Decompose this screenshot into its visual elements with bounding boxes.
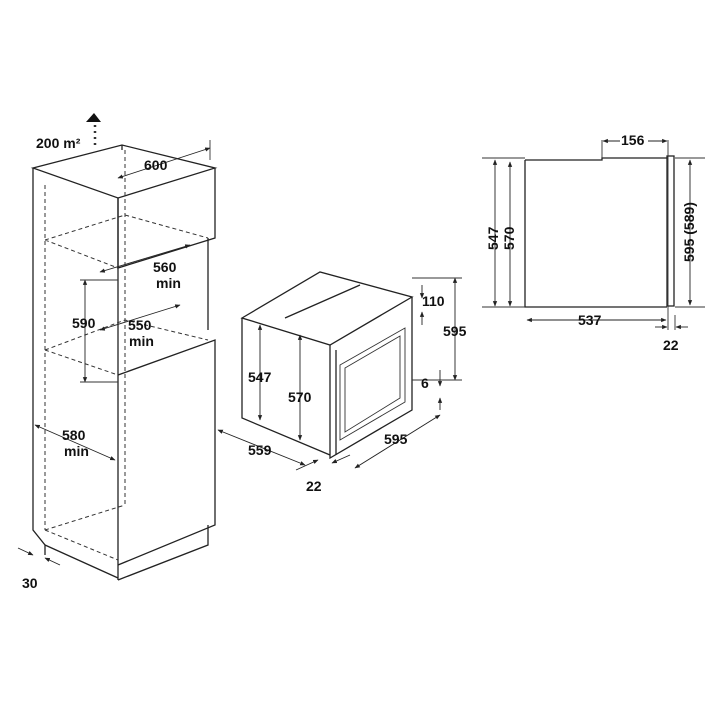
oven-width-label: 595 [384, 431, 408, 447]
oven-drawing [217, 271, 462, 471]
cabinet-width-label: 600 [144, 157, 168, 173]
side-body-height-label: 547 [485, 226, 501, 250]
side-depth-min-label: min [64, 443, 89, 459]
niche-height-label: 590 [72, 315, 96, 331]
niche-depth-min-label: min [156, 275, 181, 291]
niche-depth-label: 560 [153, 259, 177, 275]
oven-height-label: 595 [443, 323, 467, 339]
cabinet-drawing [17, 113, 218, 581]
side-inner-height-label: 570 [501, 226, 517, 250]
ventilation-label: 200 m² [36, 135, 81, 151]
shelf-depth-label: 550 [128, 317, 152, 333]
plinth-label: 30 [22, 575, 38, 591]
oven-top-gap-label: 110 [422, 293, 445, 309]
oven-body-height-label: 547 [248, 369, 272, 385]
side-view-drawing [482, 138, 705, 330]
side-top-offset-label: 156 [621, 132, 645, 148]
side-depth-label: 580 [62, 427, 86, 443]
side-depth-label: 537 [578, 312, 602, 328]
oven-depth-label: 559 [248, 442, 272, 458]
oven-bottom-gap-label: 6 [421, 375, 429, 391]
shelf-depth-min-label: min [129, 333, 154, 349]
side-front-height-label: 595 (589) [681, 202, 697, 262]
oven-front-thickness-label: 22 [306, 478, 322, 494]
oven-front-height-label: 570 [288, 389, 312, 405]
side-front-thickness-label: 22 [663, 337, 679, 353]
